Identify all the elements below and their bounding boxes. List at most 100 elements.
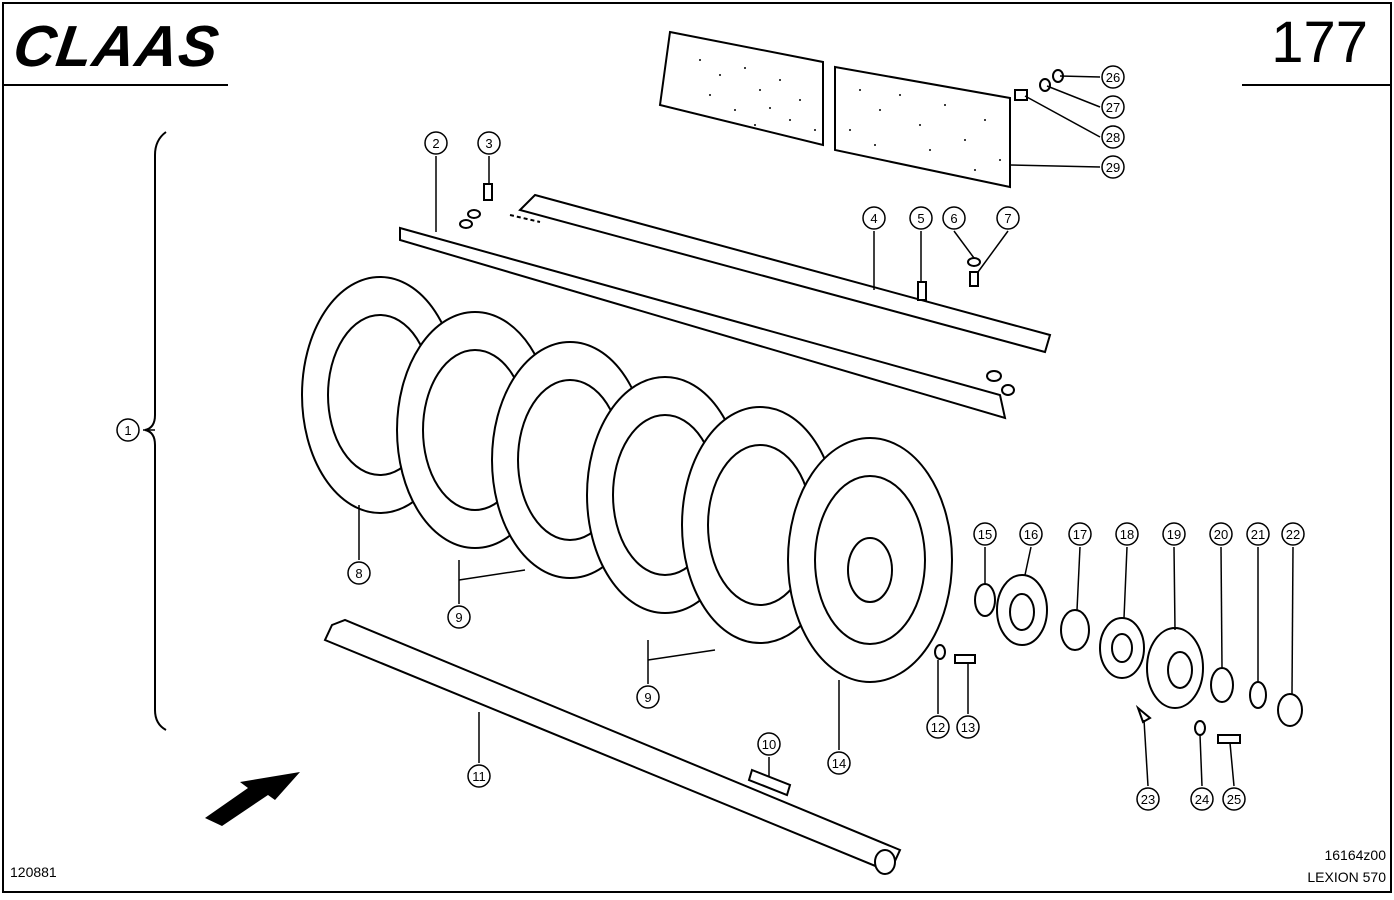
callout-17: 17	[1068, 522, 1092, 546]
leader-lines	[143, 75, 1294, 787]
callout-label: 5	[917, 211, 924, 226]
callout-27: 27	[1101, 95, 1125, 119]
callout-18: 18	[1115, 522, 1139, 546]
callout-label: 1	[124, 423, 131, 438]
callout-circle	[447, 605, 471, 629]
callout-label: 20	[1214, 527, 1228, 542]
callout-28: 28	[1101, 125, 1125, 149]
callout-circle	[909, 206, 933, 230]
callout-circle	[1190, 787, 1214, 811]
callout-12: 12	[926, 715, 950, 739]
callout-label: 7	[1004, 211, 1011, 226]
callout-circle	[636, 685, 660, 709]
callout-9: 9	[636, 685, 660, 709]
callout-label: 16	[1024, 527, 1038, 542]
footer-right: 16164z00 LEXION 570	[1307, 844, 1386, 888]
callout-circle	[1162, 522, 1186, 546]
callout-label: 23	[1141, 792, 1155, 807]
callout-5: 5	[909, 206, 933, 230]
bearing-assembly	[934, 574, 1303, 744]
callout-label: 21	[1251, 527, 1265, 542]
direction-arrow	[205, 772, 300, 826]
callout-22: 22	[1281, 522, 1305, 546]
callout-circle	[1136, 787, 1160, 811]
callout-label: 10	[762, 737, 776, 752]
callout-8: 8	[347, 561, 371, 585]
callout-16: 16	[1019, 522, 1043, 546]
callout-circle	[926, 715, 950, 739]
callout-label: 2	[432, 136, 439, 151]
callout-label: 15	[978, 527, 992, 542]
callout-label: 12	[931, 720, 945, 735]
callout-label: 18	[1120, 527, 1134, 542]
callout-label: 29	[1106, 160, 1120, 175]
callout-24: 24	[1190, 787, 1214, 811]
callout-10: 10	[757, 732, 781, 756]
callout-circle	[116, 418, 140, 442]
assembly-brace	[144, 131, 167, 731]
callout-2: 2	[424, 131, 448, 155]
callout-label: 28	[1106, 130, 1120, 145]
callout-1: 1	[116, 418, 140, 442]
callout-25: 25	[1222, 787, 1246, 811]
drawing-code: 120881	[10, 864, 57, 880]
toothed-rail	[518, 193, 1052, 354]
callout-14: 14	[827, 751, 851, 775]
page-number: 177	[1271, 10, 1368, 75]
callout-6: 6	[942, 206, 966, 230]
callout-label: 8	[355, 566, 362, 581]
callout-circle	[1101, 155, 1125, 179]
callout-label: 4	[870, 211, 877, 226]
callout-label: 22	[1286, 527, 1300, 542]
callout-19: 19	[1162, 522, 1186, 546]
callout-4: 4	[862, 206, 886, 230]
callout-label: 17	[1073, 527, 1087, 542]
shaft	[323, 618, 902, 875]
callout-circle	[996, 206, 1020, 230]
callout-label: 9	[455, 610, 462, 625]
callout-label: 19	[1167, 527, 1181, 542]
callout-label: 26	[1106, 70, 1120, 85]
callout-circle	[1068, 522, 1092, 546]
callout-21: 21	[1246, 522, 1270, 546]
hardware	[459, 69, 1064, 396]
callout-label: 3	[485, 136, 492, 151]
callout-circle	[942, 206, 966, 230]
callout-circle	[1115, 522, 1139, 546]
callout-circle	[1101, 95, 1125, 119]
callout-26: 26	[1101, 65, 1125, 89]
callout-label: 25	[1227, 792, 1241, 807]
callout-label: 6	[950, 211, 957, 226]
callout-circle	[956, 715, 980, 739]
callout-3: 3	[477, 131, 501, 155]
callout-circle	[827, 751, 851, 775]
callout-circle	[467, 764, 491, 788]
callout-circle	[1222, 787, 1246, 811]
callout-7: 7	[996, 206, 1020, 230]
callout-circle	[757, 732, 781, 756]
callout-circle	[1209, 522, 1233, 546]
callout-11: 11	[467, 764, 491, 788]
fabric-strips	[658, 30, 1011, 189]
callout-23: 23	[1136, 787, 1160, 811]
callout-20: 20	[1209, 522, 1233, 546]
callout-label: 9	[644, 690, 651, 705]
callout-13: 13	[956, 715, 980, 739]
callout-label: 14	[832, 756, 846, 771]
callout-29: 29	[1101, 155, 1125, 179]
sprocket-wheels	[301, 276, 953, 683]
callout-circle	[1101, 125, 1125, 149]
callout-circle	[477, 131, 501, 155]
callout-9: 9	[447, 605, 471, 629]
callout-circle	[424, 131, 448, 155]
callout-label: 11	[472, 769, 486, 784]
callout-circle	[973, 522, 997, 546]
callout-circle	[1246, 522, 1270, 546]
callout-circle	[347, 561, 371, 585]
callout-circle	[862, 206, 886, 230]
callout-label: 27	[1106, 100, 1120, 115]
